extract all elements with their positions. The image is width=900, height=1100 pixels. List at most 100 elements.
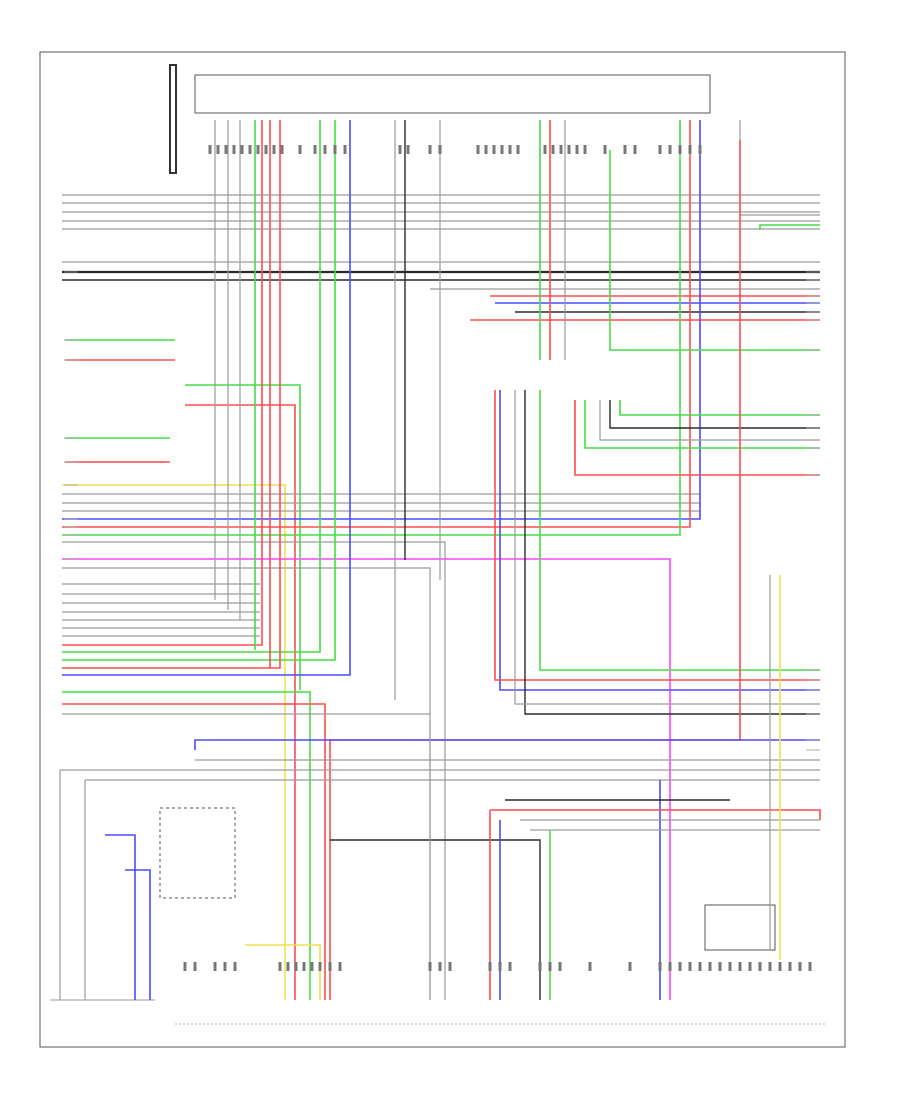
connector-pin (343, 145, 347, 154)
connector-pin (232, 145, 236, 154)
connector-pin (328, 962, 332, 971)
connector-pin (688, 962, 692, 971)
black-wire-63 (609, 400, 820, 429)
connector-pin (448, 962, 452, 971)
gray-wire-67 (739, 120, 820, 216)
red-wire-68 (329, 140, 741, 1000)
red-wire-42 (62, 703, 326, 1000)
connector-pin (548, 962, 552, 971)
connector-pin (500, 145, 504, 154)
red-wire-36 (62, 120, 263, 646)
red-wire-60 (574, 400, 820, 476)
connector-pin (498, 962, 502, 971)
gray-wire-26 (62, 541, 446, 1000)
connector-pin (333, 145, 337, 154)
connector-pin (658, 145, 662, 154)
connector-pin (558, 962, 562, 971)
connector-pin (668, 145, 672, 154)
connector-pin (508, 145, 512, 154)
connector-pin (223, 962, 227, 971)
red-wire-56 (494, 390, 820, 681)
connector-pin (718, 962, 722, 971)
connector-pin (313, 145, 317, 154)
red-wire-24 (62, 120, 691, 528)
green-wire-15 (185, 384, 301, 690)
green-wire-37 (62, 120, 321, 653)
connector-pin (280, 145, 284, 154)
connector-pin (208, 145, 212, 154)
connector-pin (240, 145, 244, 154)
labels-layer (64, 194, 820, 781)
connector-pin (567, 145, 571, 154)
gray-wire-28 (62, 567, 431, 1000)
black-wire-58 (524, 390, 820, 715)
blue-wire-69 (194, 739, 820, 750)
blue-wire-40 (62, 120, 351, 676)
connector-pin (623, 145, 627, 154)
connector-pin (559, 145, 563, 154)
red-wire-39 (62, 120, 281, 669)
left-bracket (169, 64, 177, 174)
connector-pin (698, 145, 702, 154)
connector-pin (628, 962, 632, 971)
connector-pin (551, 145, 555, 154)
connector-pin (213, 962, 217, 971)
blue-wire-23 (62, 120, 701, 520)
connector-pin (476, 145, 480, 154)
connector-pin (428, 962, 432, 971)
connector-pin (302, 962, 306, 971)
green-wire-57 (539, 390, 820, 671)
connector-pin (484, 145, 488, 154)
connector-pin (808, 962, 812, 971)
connector-pin (668, 962, 672, 971)
connector-pin (583, 145, 587, 154)
connector-pin (678, 962, 682, 971)
green-wire-65 (609, 150, 820, 351)
connector-pin (428, 145, 432, 154)
connector-pin (678, 145, 682, 154)
blue-wire-55 (499, 390, 820, 691)
connector-pin (778, 962, 782, 971)
connector-pin (603, 145, 607, 154)
connector-pin (543, 145, 547, 154)
connector-pin (183, 962, 187, 971)
pins-layer (183, 145, 812, 971)
black-wire-78 (330, 839, 541, 1000)
connector-pin (248, 145, 252, 154)
connector-pin (708, 962, 712, 971)
connector-pin (318, 962, 322, 971)
magenta-wire-27 (62, 558, 671, 1000)
main-ecu-connector-box (194, 74, 711, 114)
connector-pin (588, 962, 592, 971)
green-wire-66 (759, 224, 820, 230)
yellow-wire-19 (62, 484, 286, 1000)
connector-pin (748, 962, 752, 971)
red-wire-75 (490, 809, 821, 820)
gray-wire-62 (599, 400, 820, 441)
connector-pin (193, 962, 197, 971)
connector-pin (575, 145, 579, 154)
connector-pin (224, 145, 228, 154)
green-wire-61 (584, 400, 820, 449)
connector-pin (438, 962, 442, 971)
connector-pin (294, 962, 298, 971)
green-wire-64 (619, 400, 820, 416)
connector-pin (310, 962, 314, 971)
connector-pin (298, 145, 302, 154)
connector-pin (278, 962, 282, 971)
diagram-frame (39, 51, 846, 1048)
connector-pin (492, 145, 496, 154)
connector-pin (286, 962, 290, 971)
connector-pin (338, 962, 342, 971)
connector-pin (406, 145, 410, 154)
wires-layer (59, 120, 821, 1000)
connector-pin (633, 145, 637, 154)
red-wire-16 (185, 404, 296, 1000)
connector-pin (323, 145, 327, 154)
connector-pin (516, 145, 520, 154)
connector-pin (538, 962, 542, 971)
green-wire-38 (62, 120, 336, 661)
gray-wire-59 (514, 390, 820, 705)
connector-pin (488, 962, 492, 971)
connector-pin (233, 962, 237, 971)
